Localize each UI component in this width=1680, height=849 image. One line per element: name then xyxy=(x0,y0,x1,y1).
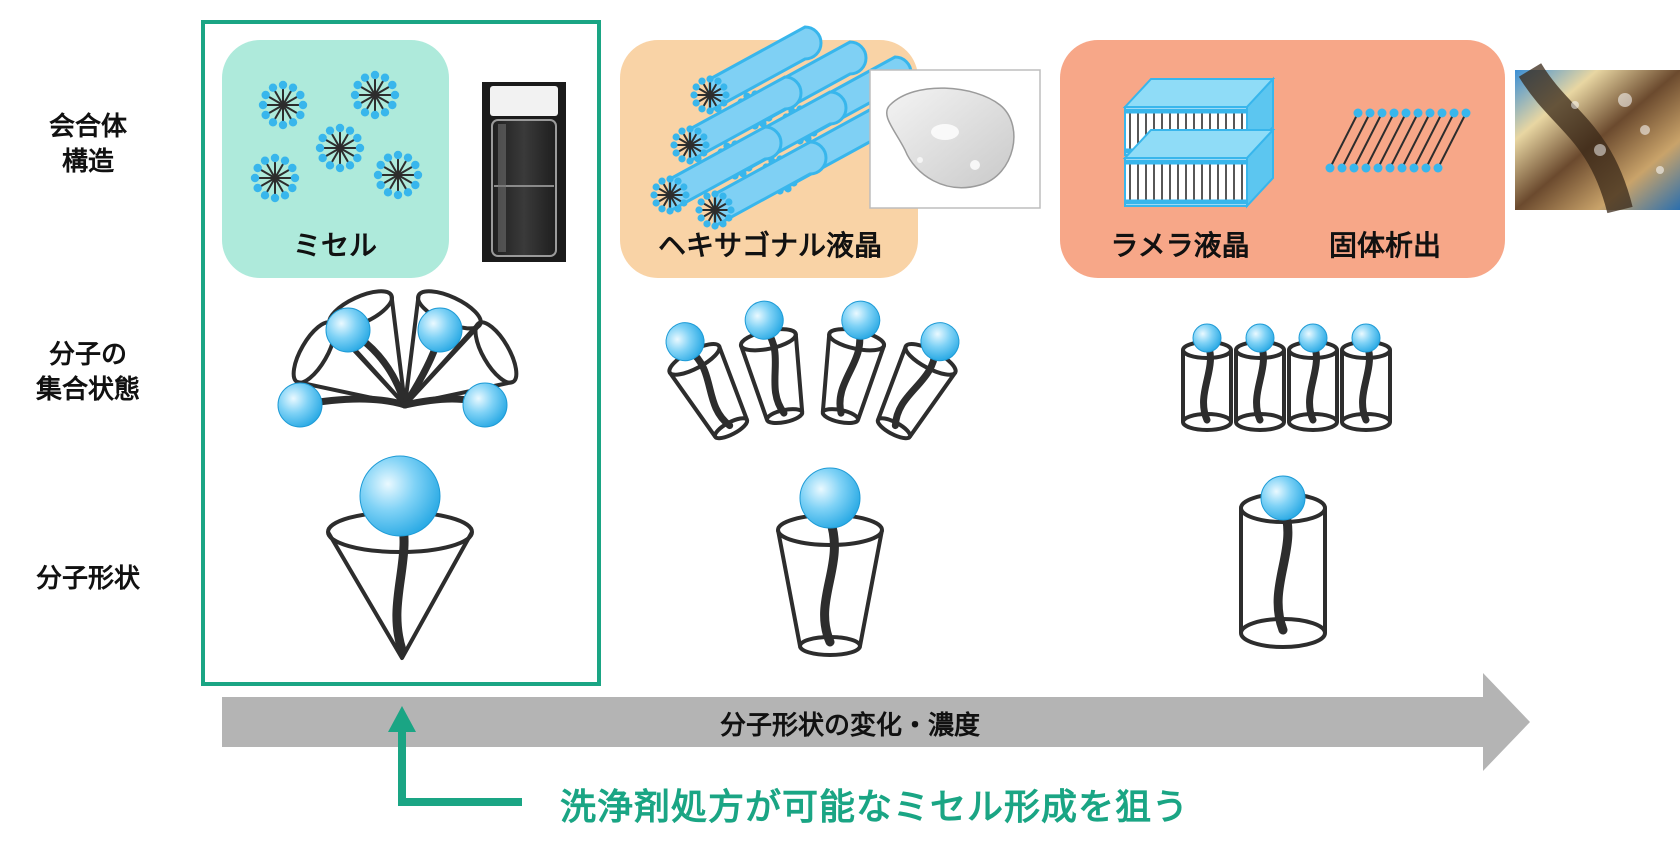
goal-arrow xyxy=(398,730,522,806)
gel-photo xyxy=(869,69,1041,209)
row-label-structure-line2: 構造 xyxy=(61,147,114,178)
row-label-shape-line1: 分子形状 xyxy=(35,564,140,594)
solid-bilayer xyxy=(1325,108,1471,173)
goal-arrow-head xyxy=(388,706,416,732)
row-label-assembly-line2: 集合状態 xyxy=(35,375,140,406)
micelle-highlight-frame xyxy=(201,20,601,686)
polarized-photo xyxy=(1515,63,1680,214)
axis-arrow-label: 分子形状の変化・濃度 xyxy=(719,711,980,741)
micelle-clusters xyxy=(250,70,423,203)
row-label-assembly-line1: 分子の xyxy=(48,340,127,370)
row-label-shape: 分子形状 xyxy=(8,562,168,597)
axis-arrow xyxy=(222,673,1530,771)
assembly-and-shape-drawings xyxy=(277,289,1392,660)
phase-label-lamellar: ラメラ液晶 xyxy=(1110,229,1250,262)
hexagonal-rods xyxy=(650,25,913,230)
vial-photo xyxy=(482,82,566,262)
phase-label-hexagonal: ヘキサゴナル液晶 xyxy=(657,229,882,262)
row-label-structure: 会合体 構造 xyxy=(8,110,168,180)
row-label-assembly: 分子の 集合状態 xyxy=(8,338,168,408)
lamellar-stacks xyxy=(1122,76,1276,209)
phase-label-solid: 固体析出 xyxy=(1328,229,1441,262)
phase-label-micelle: ミセル xyxy=(292,229,377,262)
goal-text: 洗浄剤処方が可能なミセル形成を狙う xyxy=(560,787,1190,828)
row-label-structure-line1: 会合体 xyxy=(48,112,127,142)
